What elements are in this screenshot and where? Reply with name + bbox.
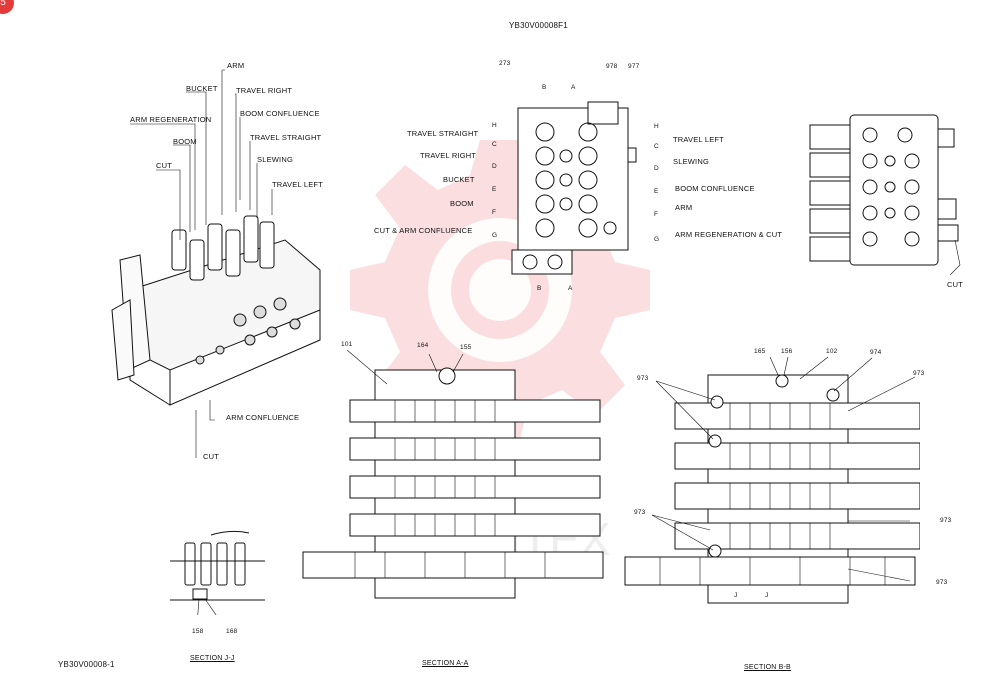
doc-code: YB30V00008F1 [509,21,568,30]
top-right-arm: ARM [675,203,693,212]
callout-cut-bottom: CUT [203,452,220,461]
top-right-slewing: SLEWING [673,157,709,166]
cut-mark-b-top: B [542,84,547,91]
sec-left-g: G [492,232,498,239]
top-left-bucket: BUCKET [443,175,475,184]
top-left-boom: BOOM [450,199,474,208]
sec-right-f: F [654,211,659,218]
part-158: 158 [192,628,204,635]
part-973-e: 973 [936,579,948,586]
drawing-number: YB30V00008-1 [58,660,115,669]
part-974: 974 [870,349,882,356]
callout-bucket: BUCKET [186,84,218,93]
j-mark-right: J [765,592,769,599]
part-973-a: 973 [637,375,649,382]
cut-mark-a-top: A [571,84,576,91]
top-left-travel-right: TRAVEL RIGHT [420,151,477,160]
part-155: 155 [460,344,472,351]
sec-left-c: C [492,141,497,148]
sec-left-f: F [492,209,497,216]
section-aa-title: SECTION A-A [422,660,469,667]
callout-arm: ARM [227,61,245,70]
part-165: 165 [754,348,766,355]
section-aa-drawing [302,350,604,599]
j-mark-left: J [734,592,738,599]
top-right-travel-left: TRAVEL LEFT [673,135,724,144]
sec-right-e: E [654,188,659,195]
top-left-travel-straight: TRAVEL STRAIGHT [407,129,479,138]
sec-right-d: D [654,165,659,172]
side-callout-cut: CUT [947,280,964,289]
top-right-boom-confluence: BOOM CONFLUENCE [675,184,755,193]
sec-right-g: G [654,236,660,243]
part-978: 978 [606,63,618,70]
sec-right-h: H [654,123,659,130]
top-left-cut-arm-confluence: CUT & ARM CONFLUENCE [374,226,473,235]
part-156: 156 [781,348,793,355]
sec-right-c: C [654,143,659,150]
section-bb-drawing [624,356,920,604]
callout-travel-right: TRAVEL RIGHT [236,86,293,95]
part-973-c: 973 [634,509,646,516]
section-jj-title: SECTION J-J [190,655,235,662]
callout-arm-regeneration: ARM REGENERATION [130,115,212,124]
part-977: 977 [628,63,640,70]
callout-travel-left: TRAVEL LEFT [272,180,323,189]
sec-left-d: D [492,163,497,170]
cut-mark-a-bottom: A [568,285,573,292]
callout-arm-confluence: ARM CONFLUENCE [226,413,300,422]
sec-left-h: H [492,122,497,129]
part-273: 273 [499,60,511,67]
callout-boom-confluence: BOOM CONFLUENCE [240,109,320,118]
top-view-drawing [511,101,637,275]
callout-cut: CUT [156,161,173,170]
sec-left-e: E [492,186,497,193]
part-168: 168 [226,628,238,635]
side-view-drawing [809,114,961,275]
part-164: 164 [417,342,429,349]
callout-boom: BOOM [173,137,197,146]
callout-travel-straight: TRAVEL STRAIGHT [250,133,322,142]
top-right-arm-regeneration-cut: ARM REGENERATION & CUT [675,230,783,239]
iso-view-drawing [111,215,321,406]
section-bb-title: SECTION B-B [744,664,791,671]
section-jj-drawing [170,530,265,615]
page-badge: 5 [0,0,14,14]
part-973-b: 973 [913,370,925,377]
part-102: 102 [826,348,838,355]
part-973-d: 973 [940,517,952,524]
part-101: 101 [341,341,353,348]
cut-mark-b-bottom: B [537,285,542,292]
callout-slewing: SLEWING [257,155,293,164]
